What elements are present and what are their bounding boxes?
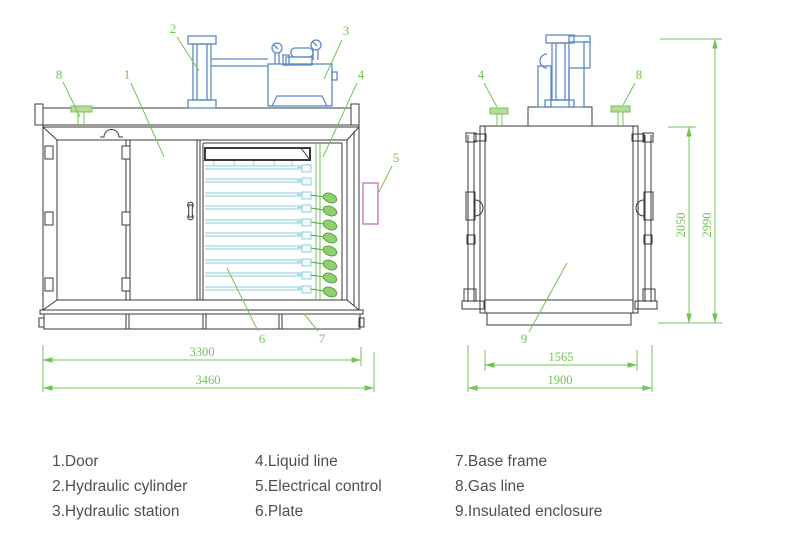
- dim-side-total-height: 2990: [700, 213, 714, 238]
- legend-item-base-frame: 7.Base frame: [455, 453, 548, 470]
- dim-side-inner-width: 1565: [549, 350, 574, 364]
- hinge: [44, 211, 54, 226]
- plate-row: [205, 271, 312, 280]
- plate-row: [205, 244, 312, 253]
- legend-item-gas-line: 8.Gas line: [455, 478, 525, 495]
- callout-door: 1: [124, 67, 131, 82]
- plate-row: [205, 164, 312, 173]
- pipe-fittings-side: [489, 105, 631, 126]
- plate-row: [205, 218, 312, 227]
- hinge: [121, 145, 131, 160]
- hinge: [44, 145, 54, 160]
- dim-front-inner-width: 3300: [190, 345, 215, 359]
- dim-front-outer-width: 3460: [196, 373, 221, 387]
- plate-row: [205, 204, 312, 213]
- callout-gas-line-side: 8: [636, 67, 643, 82]
- enclosure-outline: [42, 125, 360, 311]
- callout-hydraulic-cylinder: 2: [170, 21, 177, 36]
- press-plate: [204, 147, 311, 161]
- dim-side-body-height: 2050: [674, 213, 688, 238]
- plate-row: [205, 191, 312, 200]
- dimensions: 3300 3460 1565 1900 2050 2990: [42, 38, 722, 392]
- legend-item-door: 1.Door: [52, 453, 99, 470]
- plate-row: [205, 285, 312, 294]
- hydraulic-cylinder-side: [537, 34, 591, 108]
- liquid-line-drawing: [310, 143, 338, 299]
- callout-electrical-control: 5: [393, 150, 400, 165]
- liquid-line-fitting-side: [489, 107, 509, 126]
- hinge: [44, 277, 54, 292]
- side-body: [473, 125, 645, 326]
- hydraulic-cylinder-front: [187, 35, 217, 109]
- hinge: [121, 211, 131, 226]
- side-view: [461, 106, 658, 326]
- drawing-canvas: 8 1 2 3 4 5 6 7 4 8 9: [34, 21, 722, 392]
- plate-row: [205, 258, 312, 267]
- callout-gas-line-front: 8: [56, 67, 63, 82]
- hydraulic-station-drawing: [187, 35, 338, 109]
- hydraulic-tank: [267, 63, 338, 107]
- cylinder-pedestal: [527, 106, 593, 127]
- legend-item-insulated-enclosure: 9.Insulated enclosure: [455, 503, 603, 520]
- gas-line-fitting-front: [70, 105, 93, 126]
- front-view: [34, 103, 365, 330]
- callout-plate: 6: [259, 331, 266, 346]
- legend-item-hydraulic-station: 3.Hydraulic station: [52, 503, 180, 520]
- legend-item-plate: 6.Plate: [255, 503, 304, 520]
- pump-motor: [282, 47, 314, 66]
- legend-item-electrical-control: 5.Electrical control: [255, 478, 382, 495]
- hinge: [121, 277, 131, 292]
- callout-liquid-line-side: 4: [478, 67, 485, 82]
- plate-row: [205, 231, 312, 240]
- side-rail-left: [461, 132, 485, 310]
- legend-item-hydraulic-cylinder: 2.Hydraulic cylinder: [52, 478, 188, 495]
- dim-side-outer-width: 1900: [548, 373, 573, 387]
- callout-hydraulic-station: 3: [343, 23, 350, 38]
- legend: 1.Door 2.Hydraulic cylinder 3.Hydraulic …: [52, 449, 685, 524]
- callout-insulated-enclosure: 9: [521, 331, 528, 346]
- callout-base-frame: 7: [319, 331, 326, 346]
- side-rail-right: [634, 132, 658, 310]
- plate-row: [205, 177, 312, 186]
- gas-line-fitting-side: [610, 105, 631, 126]
- legend-item-liquid-line: 4.Liquid line: [255, 453, 338, 470]
- callouts: 8 1 2 3 4 5 6 7 4 8 9: [56, 21, 643, 346]
- base-frame-drawing: [38, 309, 365, 330]
- electrical-control-box: [362, 182, 379, 225]
- plates-drawing: [205, 161, 312, 294]
- doors: [44, 140, 204, 300]
- door-handle: [187, 201, 194, 221]
- door-latch-dome: [100, 129, 123, 138]
- callout-liquid-line-front: 4: [358, 67, 365, 82]
